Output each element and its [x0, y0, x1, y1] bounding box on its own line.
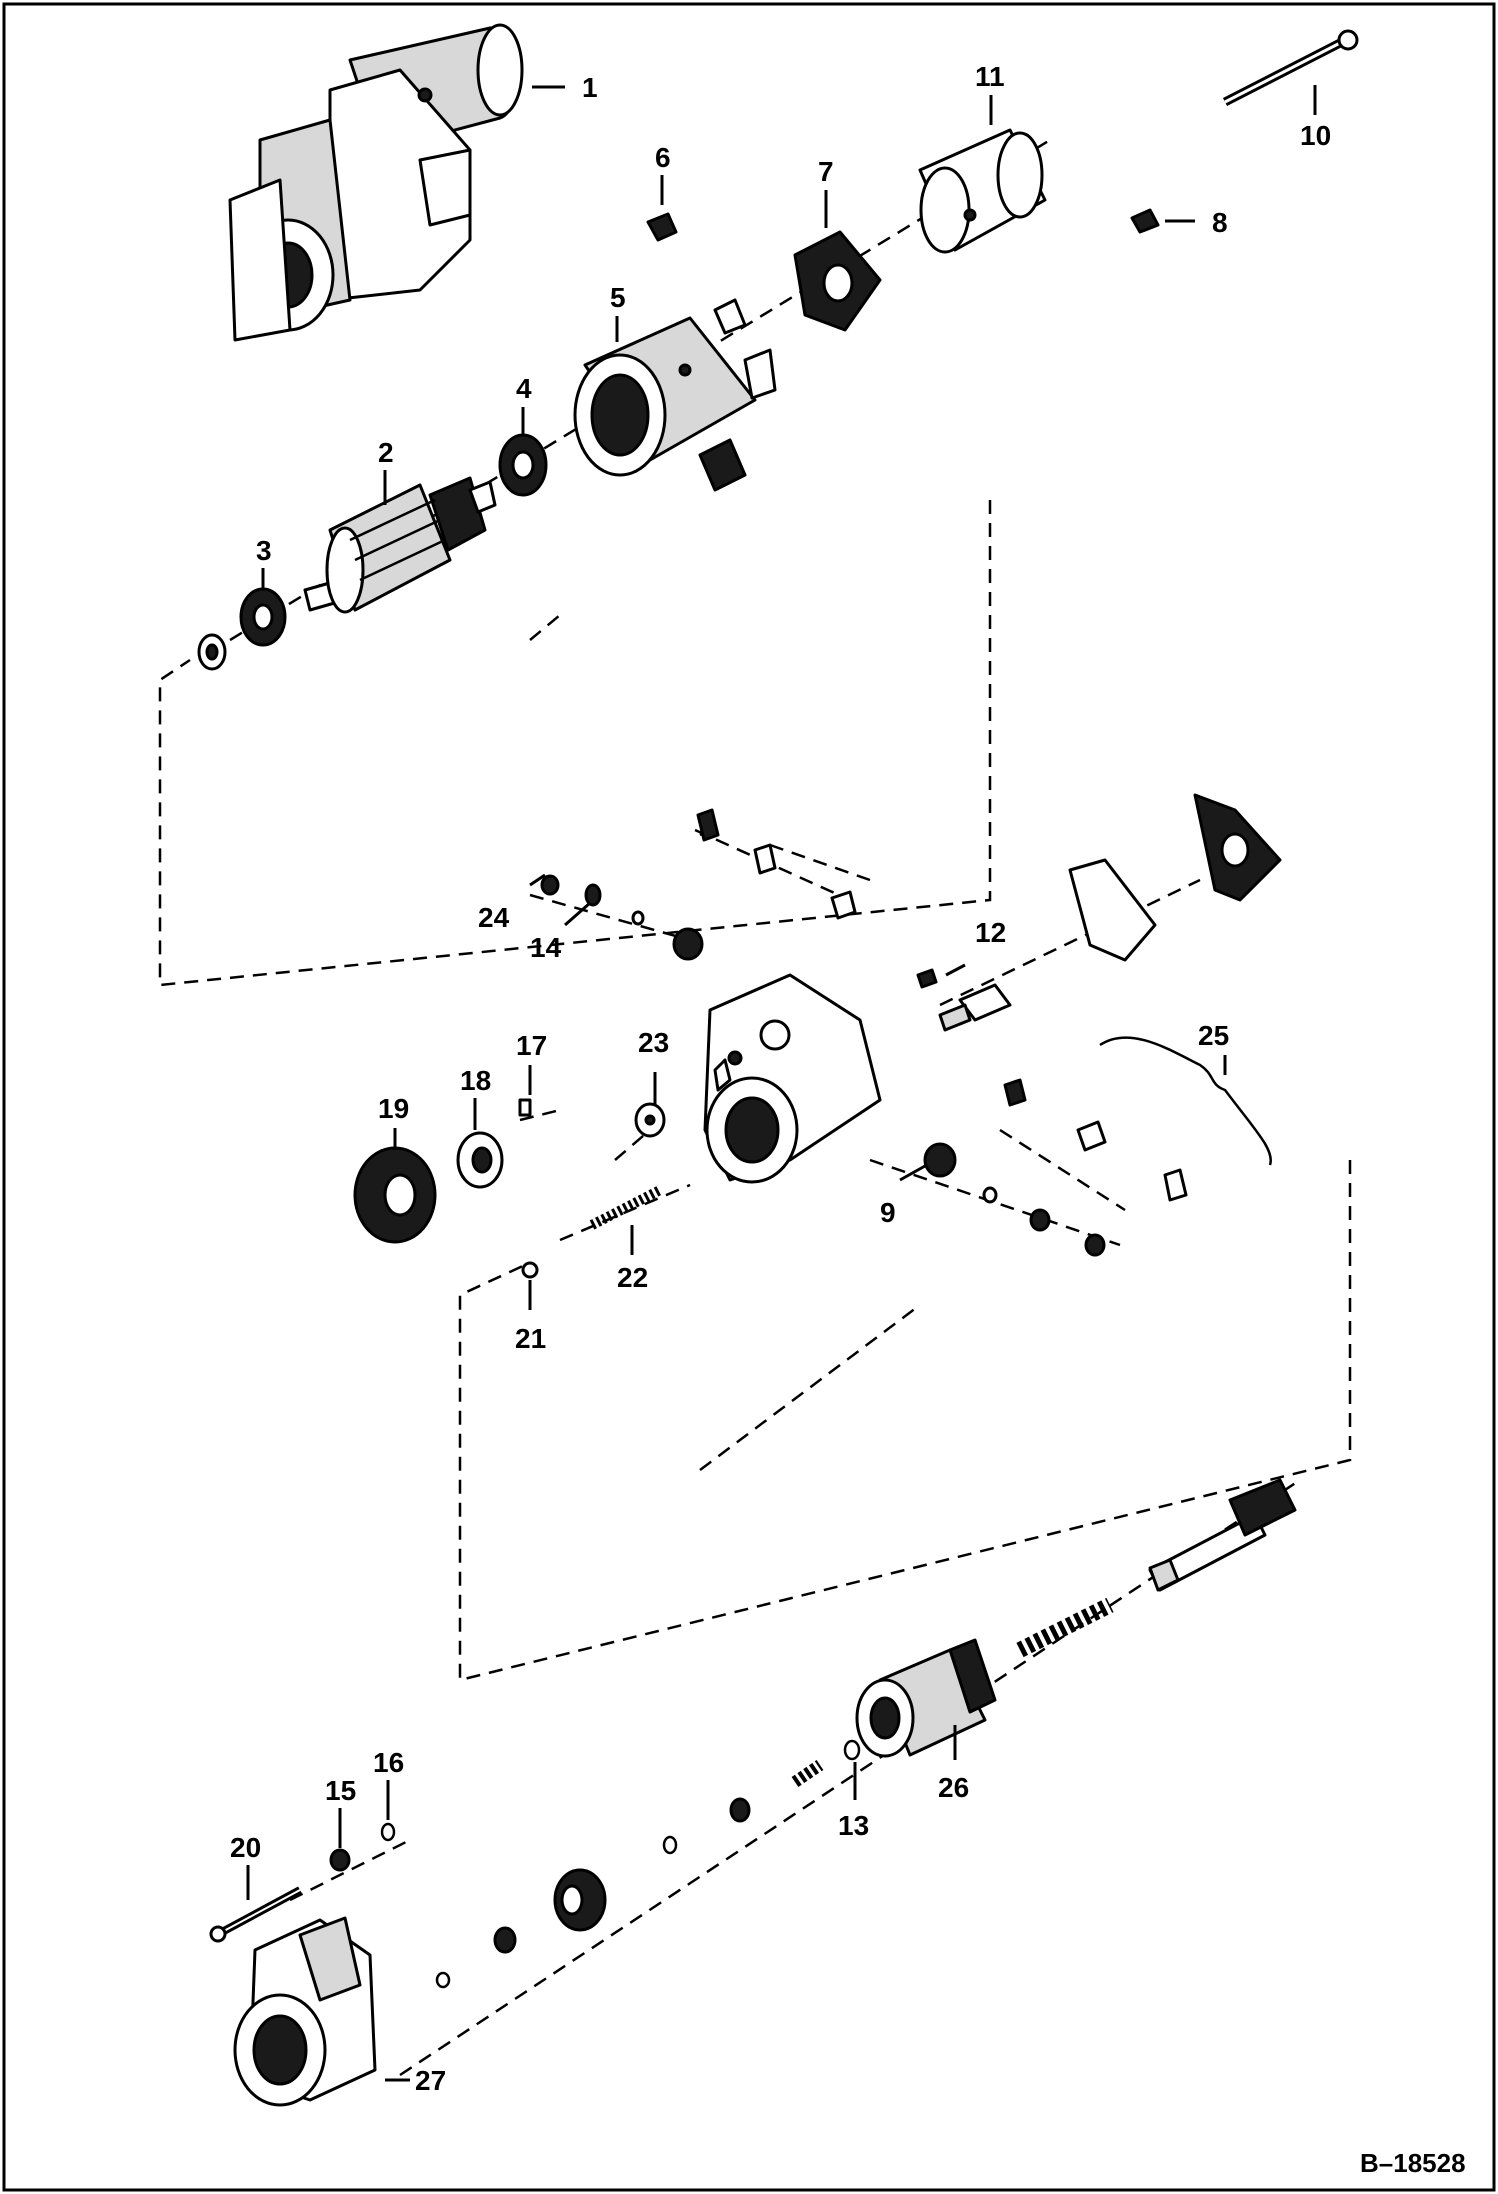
callout-17: 17 [516, 1030, 547, 1061]
end-cover [918, 128, 1047, 254]
drive-spring [1016, 1597, 1114, 1658]
nut-6 [646, 212, 678, 242]
intermediate-housing [703, 973, 882, 1184]
terminal-hardware-upper [540, 808, 857, 961]
yoke-housing [573, 298, 777, 492]
wire-lead-25 [1099, 1036, 1273, 1166]
callout-11: 11 [975, 61, 1005, 92]
overrunning-clutch-26 [855, 1638, 997, 1758]
callout-25: 25 [1198, 1020, 1229, 1051]
callout-1: 1 [582, 72, 598, 103]
washer-23 [634, 1102, 666, 1138]
starter-motor-assembly [228, 23, 524, 342]
callout-7: 7 [818, 156, 834, 187]
callout-3: 3 [256, 535, 272, 566]
callout-23: 23 [638, 1027, 669, 1058]
callout-labels: 1 2 3 4 5 6 7 8 9 10 11 12 13 14 15 16 1… [230, 61, 1331, 2096]
brush-holder [793, 230, 882, 332]
callout-15: 15 [325, 1775, 356, 1806]
callout-22: 22 [617, 1262, 648, 1293]
callout-14: 14 [530, 932, 562, 963]
callout-2: 2 [378, 437, 394, 468]
callout-10: 10 [1300, 120, 1331, 151]
ball-21 [521, 1261, 539, 1279]
figure-id: B–18528 [1360, 2148, 1466, 2178]
callout-13: 13 [838, 1810, 869, 1841]
callout-8: 8 [1212, 207, 1228, 238]
bearing-4 [498, 433, 548, 497]
spring-22 [589, 1185, 663, 1230]
front-housing-27 [233, 1916, 377, 2107]
through-bolt-10 [1222, 29, 1359, 107]
callout-24: 24 [478, 902, 510, 933]
armature [303, 476, 497, 614]
callout-9: 9 [880, 1197, 896, 1228]
bearing-and-washer-3 [197, 587, 287, 671]
callout-16: 16 [373, 1747, 404, 1778]
small-washers-front [435, 1926, 517, 1989]
screw-8 [1130, 208, 1160, 234]
terminal-bolt-12 [916, 968, 1012, 1032]
assembly-guide-lines [158, 138, 1352, 2077]
callout-19: 19 [378, 1093, 409, 1124]
gear-19 [353, 1146, 437, 1244]
washer-15 [329, 1848, 351, 1872]
callout-21: 21 [515, 1323, 546, 1354]
solenoid-cover-and-gasket [1068, 793, 1282, 962]
pin-17 [518, 1098, 532, 1117]
leader-lines [246, 85, 1317, 2082]
pinion-shaft [1148, 1478, 1297, 1592]
callout-27: 27 [415, 2065, 446, 2096]
ring-13-and-spring [662, 1739, 861, 1855]
callout-26: 26 [938, 1772, 969, 1803]
callout-4: 4 [516, 373, 532, 404]
terminal-hardware-lower [923, 1078, 1188, 1257]
callout-12: 12 [975, 917, 1006, 948]
retainer-18 [456, 1131, 504, 1189]
callout-18: 18 [460, 1065, 491, 1096]
pinion-gear [553, 1868, 607, 1932]
bolt-20 [209, 1886, 302, 1943]
callout-20: 20 [230, 1832, 261, 1863]
ring-16 [380, 1822, 396, 1842]
callout-5: 5 [610, 282, 626, 313]
callout-6: 6 [655, 142, 671, 173]
